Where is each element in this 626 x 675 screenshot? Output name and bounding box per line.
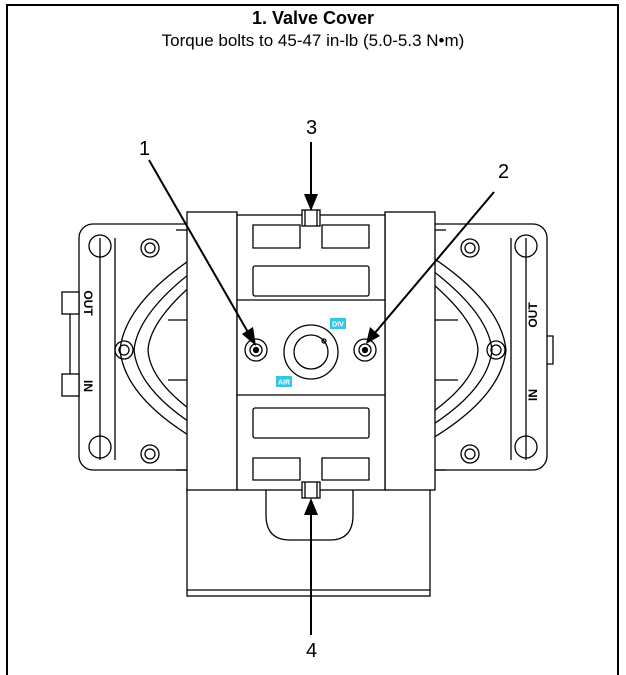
- right-diaphragm-housing: [412, 223, 554, 471]
- clamp-bars: [176, 211, 446, 491]
- bottom-bolt: [301, 481, 321, 499]
- callout-2-label: 2: [498, 161, 509, 183]
- figure-title: 1. Valve Cover: [251, 8, 375, 28]
- diagram-frame: [6, 4, 619, 675]
- air-tag-box: [276, 376, 292, 387]
- left-diaphragm-housing: [61, 223, 214, 471]
- callout-4-label: 4: [306, 640, 317, 662]
- callout-3-arrow: [304, 142, 318, 211]
- right-center-bolt: [353, 338, 377, 362]
- callout-1-label: 1: [139, 138, 150, 160]
- callout-4-arrow: [304, 498, 318, 635]
- callout-1-arrow: [148, 159, 256, 346]
- right-in-port-label: IN: [526, 389, 540, 401]
- left-center-bolt: [244, 338, 268, 362]
- left-out-port-label: OUT: [81, 290, 95, 316]
- div-tag-box: [330, 318, 346, 329]
- callout-2-arrow: [366, 191, 495, 344]
- air-tag-label: AIR: [278, 380, 290, 387]
- callout-3-label: 3: [306, 117, 317, 139]
- top-bolt: [301, 209, 321, 227]
- left-in-port-label: IN: [81, 380, 95, 392]
- figure-subtitle: Torque bolts to 45-47 in-lb (5.0-5.3 N•m…: [161, 31, 465, 50]
- right-out-port-label: OUT: [526, 302, 540, 328]
- div-tag-label: DIV: [332, 322, 344, 329]
